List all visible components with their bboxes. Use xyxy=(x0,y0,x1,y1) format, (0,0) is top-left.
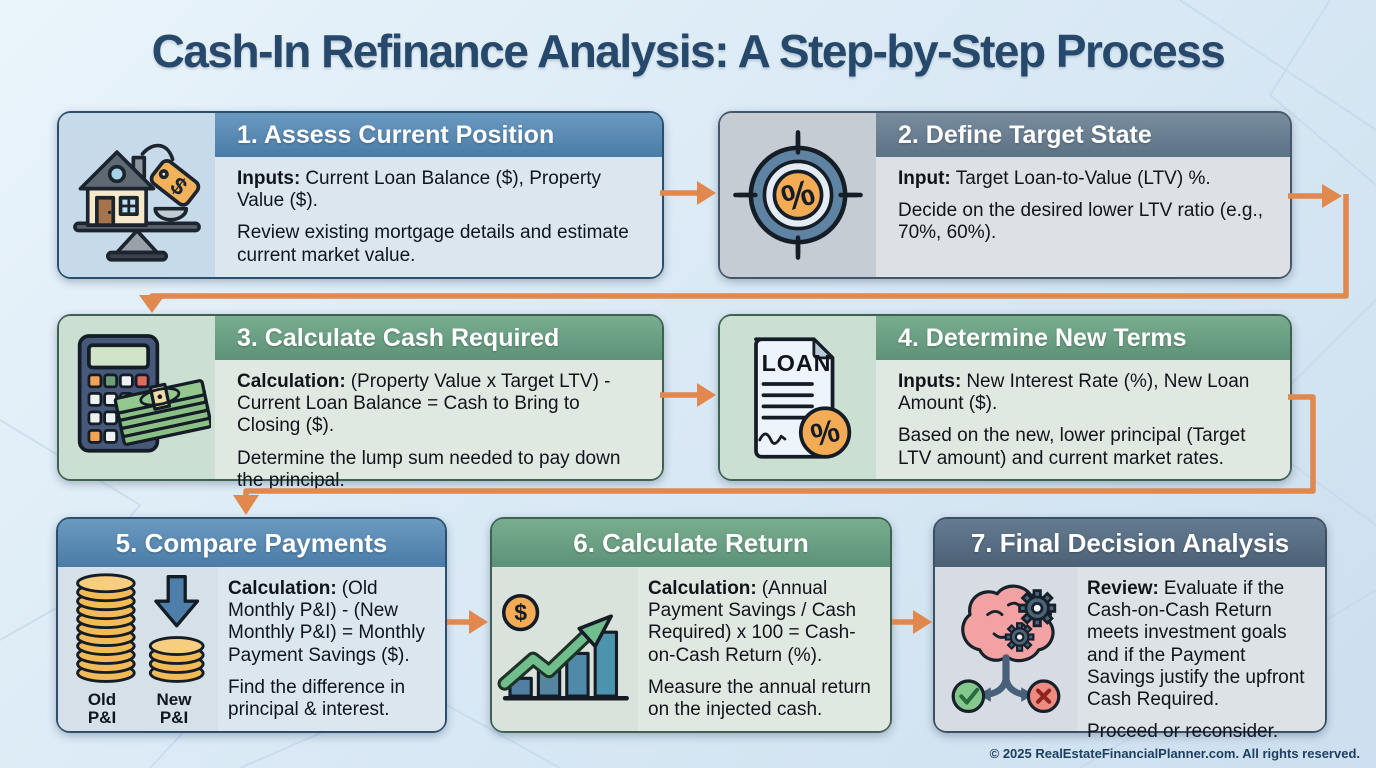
step-2-header: 2. Define Target State xyxy=(876,113,1290,157)
step-2-card: % 2. Define Target State Input:Target Lo… xyxy=(718,111,1292,279)
step-2-para1: Input:Target Loan-to-Value (LTV) %. xyxy=(898,168,1211,189)
step-3-para2: Determine the lump sum needed to pay dow… xyxy=(237,447,621,491)
growth-chart-icon: $ xyxy=(497,593,629,701)
coin-dollar-glyph: $ xyxy=(514,600,527,626)
step-7-icon-panel xyxy=(935,567,1077,731)
step-7-text: Review:Evaluate if the Cash-on-Cash Retu… xyxy=(1077,567,1325,742)
step-1-body: Inputs:Current Loan Balance ($), Propert… xyxy=(215,157,662,277)
step-3-icon-panel xyxy=(59,316,215,479)
target-percent-icon: % xyxy=(733,130,863,260)
step-5-card: 5. Compare Payments xyxy=(56,517,447,733)
step-7-para2: Proceed or reconsider. xyxy=(1087,721,1279,743)
step-1-card: $ 1. Assess Current Position Inputs:Curr… xyxy=(57,111,664,279)
step-2-icon-panel: % xyxy=(720,113,876,277)
step-4-para2: Based on the new, lower principal (Targe… xyxy=(898,425,1246,469)
step-3-body: Calculation:(Property Value x Target LTV… xyxy=(215,360,662,491)
step-6-body: $ Calculation:(Annual Payment Savings / … xyxy=(492,567,890,731)
step-3-para1: Calculation:(Property Value x Target LTV… xyxy=(237,371,611,437)
step-5-text: Calculation:(Old Monthly P&I) - (New Mon… xyxy=(218,567,445,731)
down-arrow-icon xyxy=(154,575,200,628)
copyright-footer: © 2025 RealEstateFinancialPlanner.com. A… xyxy=(989,746,1360,761)
step-4-card: LOAN % 4. Determine New Terms Inputs:New… xyxy=(718,314,1292,481)
coin-stack-labels: Old P&I New P&I xyxy=(77,691,199,727)
house-balance-scale-icon: $ xyxy=(73,143,201,262)
step-6-para2: Measure the annual return on the injecte… xyxy=(648,676,871,721)
loan-document-icon: LOAN % xyxy=(754,336,852,459)
step-5-para1: Calculation:(Old Monthly P&I) - (New Mon… xyxy=(228,578,425,666)
step-7-para1: Review:Evaluate if the Cash-on-Cash Retu… xyxy=(1087,578,1305,711)
step-5-header: 5. Compare Payments xyxy=(58,519,445,567)
step-3-header: 3. Calculate Cash Required xyxy=(215,316,662,360)
new-pi-label: New P&I xyxy=(156,690,192,727)
step-7-body: Review:Evaluate if the Cash-on-Cash Retu… xyxy=(935,567,1325,742)
step-2-body: Input:Target Loan-to-Value (LTV) %. Deci… xyxy=(876,157,1290,277)
step-5-body: Old P&I New P&I Calculation:(Old Monthly… xyxy=(58,567,445,731)
old-pi-label: Old P&I xyxy=(87,690,117,727)
brain-decision-icon xyxy=(951,584,1061,713)
step-3-card: 3. Calculate Cash Required Calculation:(… xyxy=(57,314,664,491)
step-1-icon-panel: $ xyxy=(59,113,215,277)
gear-icon-small xyxy=(1004,622,1035,652)
step-4-body: Inputs:New Interest Rate (%), New Loan A… xyxy=(876,360,1290,479)
step-2-para2: Decide on the desired lower LTV ratio (e… xyxy=(898,200,1264,244)
step-4-icon-panel: LOAN % xyxy=(720,316,876,479)
step-5-para2: Find the difference in principal & inter… xyxy=(228,676,406,721)
step-1-header: 1. Assess Current Position xyxy=(215,113,662,157)
step-7-card: 7. Final Decision Analysis xyxy=(933,517,1327,742)
check-circle-icon xyxy=(951,679,986,713)
step-4-header: 4. Determine New Terms xyxy=(876,316,1290,360)
step-6-card: 6. Calculate Return xyxy=(490,517,892,733)
step-1-para2: Review existing mortgage details and est… xyxy=(237,222,629,266)
step-4-para1: Inputs:New Interest Rate (%), New Loan A… xyxy=(898,371,1250,415)
step-6-text: Calculation:(Annual Payment Savings / Ca… xyxy=(638,567,890,731)
coin-stacks-icon xyxy=(76,573,205,684)
step-7-header: 7. Final Decision Analysis xyxy=(935,519,1325,567)
step-6-header: 6. Calculate Return xyxy=(492,519,890,567)
calculator-cash-icon xyxy=(77,333,211,453)
loan-title-text: LOAN xyxy=(762,349,832,375)
step-6-icon-panel: $ xyxy=(492,567,638,731)
page-title: Cash-In Refinance Analysis: A Step-by-St… xyxy=(151,25,1226,77)
step-5-icon-panel: Old P&I New P&I xyxy=(58,567,218,731)
step-6-para1: Calculation:(Annual Payment Savings / Ca… xyxy=(648,578,857,666)
gear-icon xyxy=(1018,589,1057,628)
step-1-para1: Inputs:Current Loan Balance ($), Propert… xyxy=(237,168,602,212)
